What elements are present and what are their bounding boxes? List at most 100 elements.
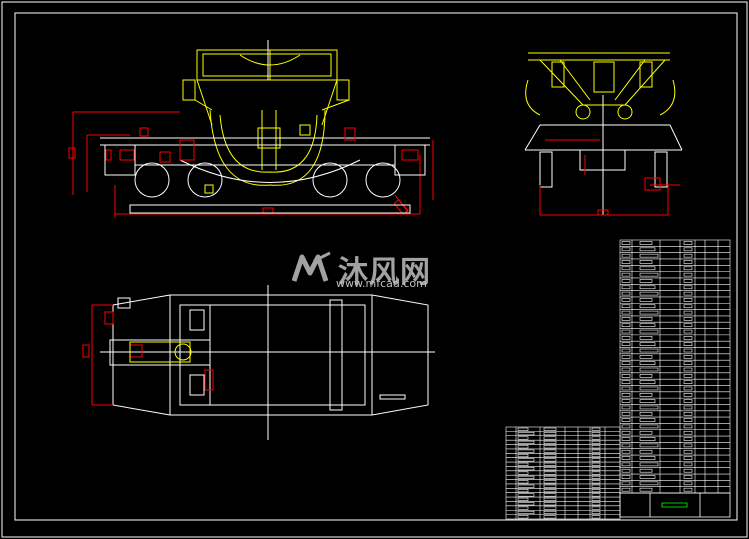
table-cell-mark <box>517 467 535 471</box>
table-cell-mark <box>621 392 631 397</box>
table-cell-mark <box>543 436 557 440</box>
table-cell-mark <box>621 481 631 486</box>
parts-list-table <box>505 239 731 520</box>
watermark-url-text: www.mfcad.com <box>336 277 427 290</box>
table-cell-mark <box>621 443 631 448</box>
table-cell-mark <box>621 342 631 347</box>
table-cell-mark <box>639 424 659 429</box>
side-view-chassis <box>100 40 430 214</box>
table-cell-mark <box>683 386 693 391</box>
table-cell-mark <box>543 462 557 466</box>
table-cell-mark <box>591 502 601 506</box>
table-cell-mark <box>621 348 631 353</box>
table-cell-mark <box>683 304 693 309</box>
watermark-brand-text: 沐风网 <box>338 255 431 290</box>
table-cell-mark <box>621 304 631 309</box>
table-cell-mark <box>621 241 631 245</box>
table-cell-mark <box>517 510 535 515</box>
table-cell-mark <box>639 449 653 454</box>
table-cell-mark <box>683 392 693 397</box>
table-cell-mark <box>683 462 693 467</box>
table-cell-mark <box>683 367 693 372</box>
table-cell-mark <box>683 475 693 479</box>
side-elevation-view <box>68 40 434 218</box>
plan-view <box>82 285 435 440</box>
table-cell-mark <box>639 323 656 328</box>
table-cell-mark <box>621 329 631 334</box>
table-cell-mark <box>639 241 653 245</box>
table-cell-mark <box>591 440 601 444</box>
table-cell-mark <box>543 502 557 506</box>
table-cell-mark <box>517 497 529 501</box>
table-cell-mark <box>621 260 631 264</box>
table-cell-mark <box>683 247 693 252</box>
table-cell-mark <box>621 405 631 410</box>
side-view-detail-parts <box>119 127 419 163</box>
table-cell-mark <box>683 310 693 315</box>
table-cell-mark <box>543 493 557 497</box>
table-cell-mark <box>591 497 601 501</box>
table-cell-mark <box>517 462 529 466</box>
table-cell-mark <box>639 430 653 435</box>
table-cell-mark <box>543 475 557 479</box>
table-cell-mark <box>517 515 529 519</box>
table-cell-mark <box>621 462 631 467</box>
table-cell-mark <box>543 497 557 501</box>
table-cell-mark <box>639 310 659 315</box>
table-cell-mark <box>683 317 693 321</box>
table-cell-mark <box>683 342 693 347</box>
table-cell-mark <box>639 317 653 321</box>
table-cell-mark <box>591 484 601 488</box>
table-cell-mark <box>621 468 631 473</box>
end-view-dimensions <box>539 139 680 216</box>
title-block-green-mark <box>661 502 688 508</box>
table-cell-mark <box>517 432 535 436</box>
table-cell-mark <box>621 449 631 454</box>
table-cell-mark <box>639 374 653 378</box>
tipper-body-frame <box>182 49 350 194</box>
table-cell-mark <box>639 481 659 486</box>
table-cell-mark <box>683 279 693 283</box>
table-cell-mark <box>621 298 631 302</box>
table-cell-mark <box>639 272 659 277</box>
table-cell-mark <box>621 437 631 441</box>
table-cell-mark <box>591 458 601 462</box>
table-cell-mark <box>621 456 631 460</box>
table-cell-mark <box>543 506 557 510</box>
table-cell-mark <box>591 493 601 497</box>
table-cell-mark <box>621 266 631 271</box>
table-cell-mark <box>543 480 557 484</box>
table-cell-mark <box>639 348 659 353</box>
table-cell-mark <box>639 456 656 460</box>
table-cell-mark <box>639 253 659 258</box>
table-cell-mark <box>683 424 693 429</box>
table-cell-mark <box>683 437 693 441</box>
end-view <box>524 52 683 216</box>
table-cell-mark <box>639 462 659 467</box>
table-cell-mark <box>591 427 601 431</box>
table-cell-mark <box>683 266 693 271</box>
table-cell-mark <box>543 467 557 471</box>
table-cell-mark <box>683 329 693 334</box>
table-cell-mark <box>639 443 659 448</box>
parts-table-lower <box>505 426 621 520</box>
table-cell-mark <box>543 515 557 519</box>
table-cell-mark <box>683 380 693 384</box>
table-cell-mark <box>621 310 631 315</box>
table-cell-mark <box>683 253 693 258</box>
table-cell-mark <box>621 418 631 422</box>
table-cell-mark <box>621 247 631 252</box>
table-cell-mark <box>683 411 693 416</box>
table-cell-mark <box>639 405 659 410</box>
table-cell-mark <box>621 374 631 378</box>
table-cell-mark <box>639 285 656 290</box>
table-cell-mark <box>517 489 529 493</box>
table-cell-mark <box>543 510 557 515</box>
table-cell-mark <box>517 449 535 453</box>
table-cell-mark <box>543 484 557 488</box>
table-cell-mark <box>591 436 601 440</box>
table-cell-mark <box>639 437 656 441</box>
table-cell-mark <box>517 493 535 497</box>
table-cell-mark <box>543 440 557 444</box>
